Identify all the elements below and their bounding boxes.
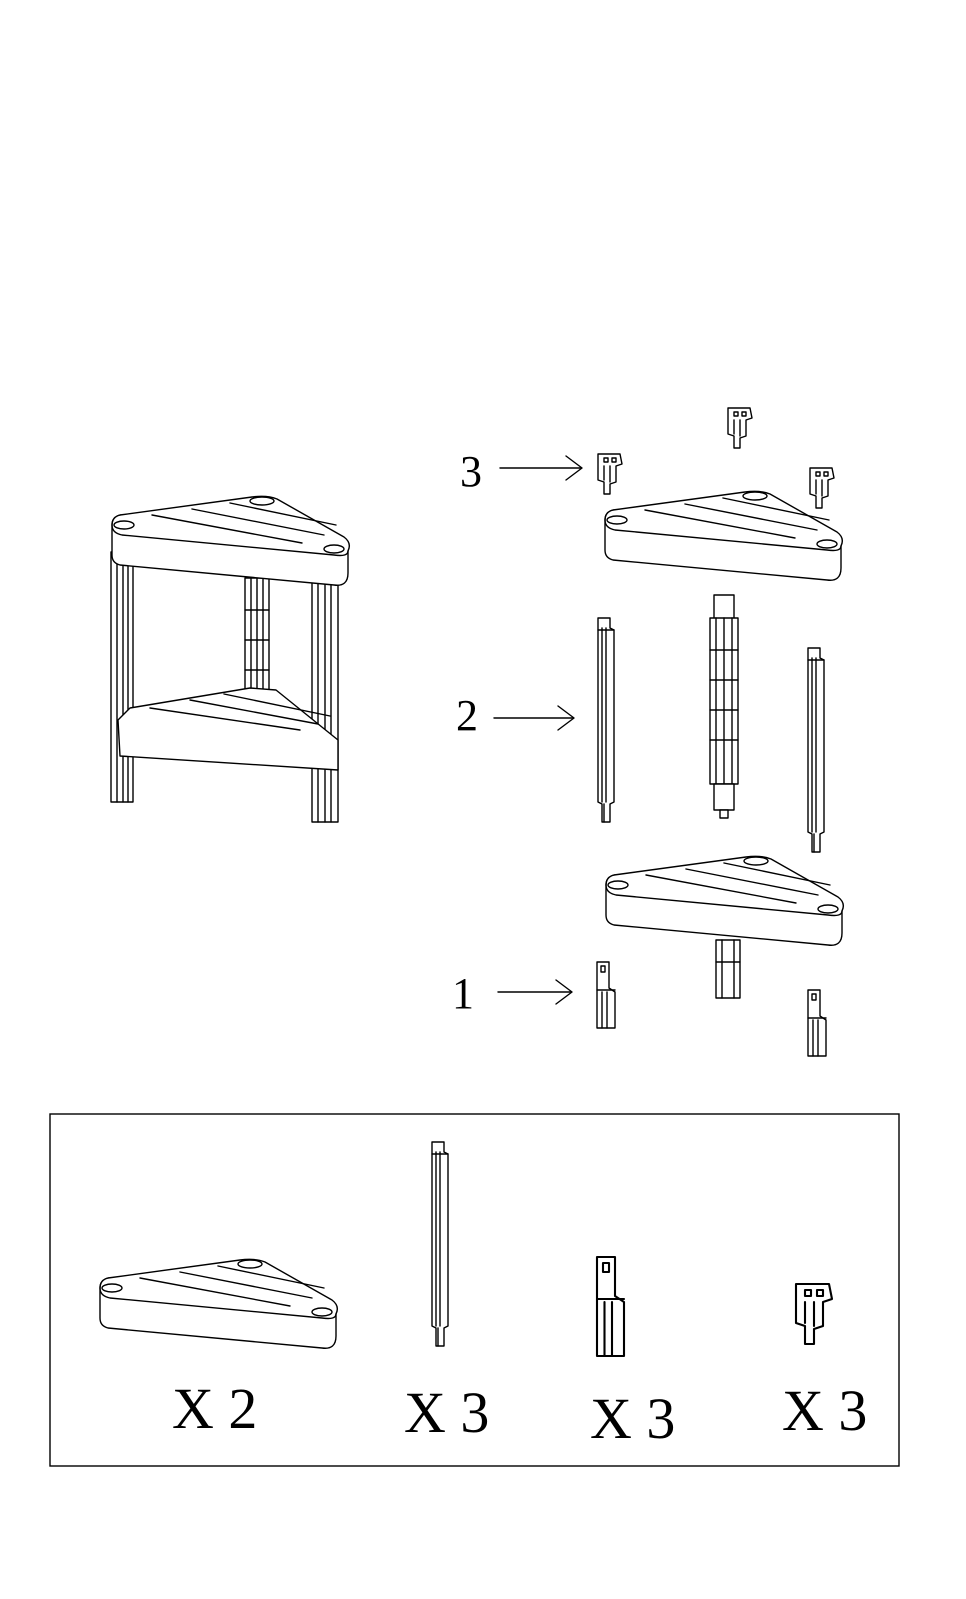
callout-2: 2	[456, 691, 575, 740]
part-quantity: X 3	[590, 1386, 675, 1451]
callout-label: 1	[452, 969, 474, 1018]
arrow-icon	[497, 979, 573, 1005]
callout-label: 2	[456, 691, 478, 740]
callout-3: 3	[460, 447, 583, 496]
part-shelf: X 2	[99, 1258, 339, 1441]
part-leg-post: X 3	[404, 1141, 489, 1445]
part-quantity: X 2	[172, 1376, 257, 1441]
exploded-view	[596, 407, 845, 1057]
arrow-icon	[499, 455, 583, 481]
parts-list: X 2 X 3 X 3 X 3	[49, 1113, 900, 1467]
part-quantity: X 3	[404, 1380, 489, 1445]
part-quantity: X 3	[782, 1378, 867, 1443]
callout-1: 1	[452, 969, 573, 1018]
callout-label: 3	[460, 447, 482, 496]
assembled-stand	[110, 495, 351, 823]
part-foot-connector: X 3	[590, 1255, 675, 1451]
part-corner-cap: X 3	[782, 1282, 867, 1443]
arrow-icon	[493, 705, 575, 731]
